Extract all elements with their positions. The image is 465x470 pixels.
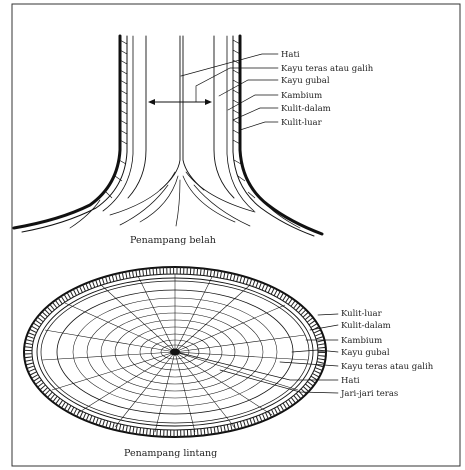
label-kambium-top: Kambium (281, 91, 322, 101)
caption-cross: Penampang lintang (124, 448, 217, 459)
arrow-head-right (205, 99, 212, 105)
caption-longitudinal: Penampang belah (130, 235, 216, 246)
arrow-head-left (148, 99, 155, 105)
heartwood-line-right (214, 36, 234, 198)
longitudinal-section: Hati Kayu teras atau galih Kayu gubal Ka… (14, 36, 374, 246)
cross-section: Kulit-luar Kulit-dalam Kambium Kayu guba… (24, 267, 434, 459)
pith-line-left (160, 36, 180, 190)
label-kayu-gubal-top: Kayu gubal (281, 76, 330, 86)
root-lines (70, 172, 300, 228)
pith-center (170, 349, 180, 356)
pith-line-right (183, 36, 204, 190)
label-kayu-gubal-cross: Kayu gubal (341, 348, 390, 358)
label-kambium-cross: Kambium (341, 336, 382, 346)
label-hati-top: Hati (281, 50, 300, 60)
bark-hatch-left (106, 40, 127, 198)
heartwood-line-left (128, 36, 146, 198)
label-kayu-teras-top: Kayu teras atau galih (281, 64, 374, 74)
label-kulit-luar-cross: Kulit-luar (341, 309, 383, 319)
trunk-bark-left (14, 36, 120, 228)
label-kulit-luar-top: Kulit-luar (281, 118, 323, 128)
label-jari-jari-teras: Jari-jari teras (340, 389, 398, 399)
label-hati-cross: Hati (341, 376, 360, 386)
label-kulit-dalam-top: Kulit-dalam (281, 104, 331, 114)
label-kulit-dalam-cross: Kulit-dalam (341, 321, 391, 331)
label-kayu-teras-cross: Kayu teras atau galih (341, 362, 434, 372)
trunk-inner-bark-left (22, 36, 127, 232)
longitudinal-leaders (181, 54, 278, 130)
